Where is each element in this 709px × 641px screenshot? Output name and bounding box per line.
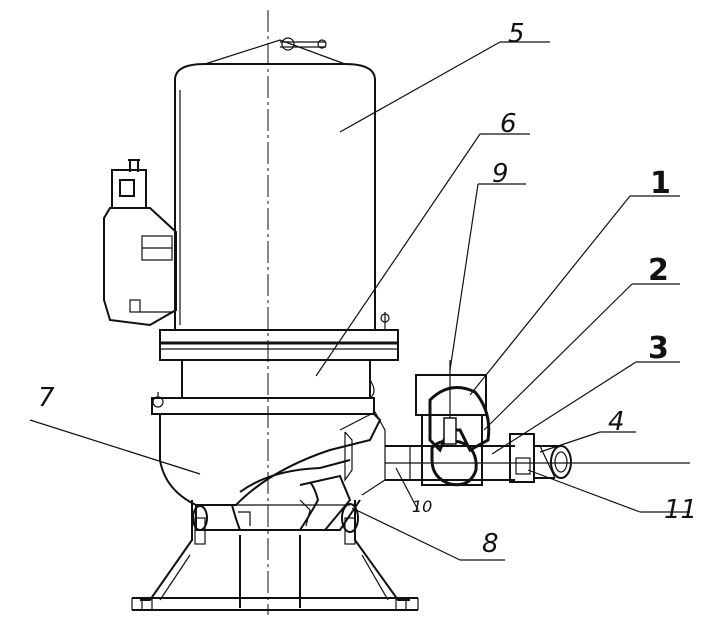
label-1: 1 <box>650 166 671 201</box>
leader-4 <box>539 431 601 453</box>
leader-10 <box>395 467 419 511</box>
pipe-flange <box>509 433 572 483</box>
seal-ring <box>192 503 359 533</box>
label-10: 10 <box>412 497 432 516</box>
leader-11 <box>527 469 641 513</box>
leader-5 <box>339 41 501 133</box>
label-7: 7 <box>38 383 55 413</box>
pump-casing-flange <box>151 392 375 415</box>
label-6: 6 <box>500 109 517 139</box>
lifting-bracket <box>204 39 346 65</box>
leader-3 <box>491 361 637 455</box>
motor-flange <box>159 312 399 361</box>
coupling-hook <box>428 386 491 453</box>
impeller <box>210 481 350 531</box>
label-8: 8 <box>482 529 499 559</box>
motor-housing <box>174 80 376 331</box>
base-stand <box>131 500 419 611</box>
lifting-eye <box>280 37 327 51</box>
leader-9 <box>449 183 479 371</box>
label-5: 5 <box>508 19 525 49</box>
leader-2 <box>483 283 633 431</box>
label-9: 9 <box>492 159 509 189</box>
leader-7 <box>29 419 201 475</box>
leader-lines <box>29 41 690 561</box>
oil-chamber <box>181 360 371 399</box>
cable-junction-box <box>103 159 177 327</box>
leader-1 <box>469 195 631 396</box>
label-11: 11 <box>664 495 697 525</box>
leader-6 <box>315 133 481 377</box>
label-3: 3 <box>648 331 669 366</box>
label-2: 2 <box>648 253 669 288</box>
discharge-pipe <box>385 445 690 481</box>
oil-chamber-curve <box>369 379 375 399</box>
leader-8 <box>351 507 461 561</box>
motor-top-cap <box>174 63 376 81</box>
label-4: 4 <box>608 407 625 437</box>
coupling-assembly <box>415 360 491 487</box>
